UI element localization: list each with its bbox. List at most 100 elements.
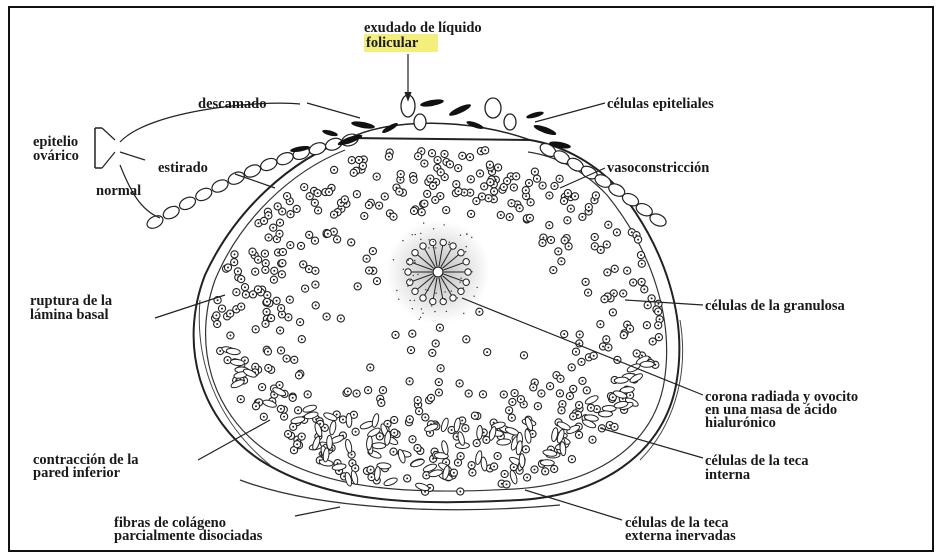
cell-nucleus xyxy=(616,231,618,233)
label-normal: normal xyxy=(96,183,141,199)
cell-nucleus xyxy=(474,415,476,417)
cell-nucleus xyxy=(289,244,291,246)
pointer-teca-externa xyxy=(525,490,622,520)
cell-nucleus xyxy=(413,179,415,181)
cell-nucleus xyxy=(240,278,242,280)
cell-nucleus xyxy=(280,307,282,309)
corona-radiata xyxy=(386,220,490,324)
label-exudado-line2: folicular xyxy=(366,35,419,51)
cell-nucleus xyxy=(571,366,573,368)
cell-nucleus xyxy=(411,333,413,335)
label-granulosa: células de la granulosa xyxy=(705,298,846,314)
cell-nucleus xyxy=(503,186,505,188)
cell-nucleus xyxy=(572,415,574,417)
cell-nucleus xyxy=(384,196,386,198)
cell-nucleus xyxy=(296,208,298,210)
corona-cell xyxy=(430,239,436,245)
cell-nucleus xyxy=(561,409,563,411)
cell-nucleus xyxy=(300,245,302,247)
cell-nucleus xyxy=(557,250,559,252)
cell-nucleus xyxy=(344,198,346,200)
cell-nucleus xyxy=(376,280,378,282)
cell-nucleus xyxy=(595,194,597,196)
cell-nucleus xyxy=(379,435,381,437)
cell-nucleus xyxy=(431,152,433,154)
cell-nucleus xyxy=(568,245,570,247)
pointer-fibras xyxy=(295,507,340,516)
cell-nucleus xyxy=(497,455,499,457)
cell-nucleus xyxy=(298,374,300,376)
cell-nucleus xyxy=(315,304,317,306)
cell-nucleus xyxy=(347,391,349,393)
epithelial-cell xyxy=(210,177,230,194)
theca-cell xyxy=(453,418,461,433)
cell-nucleus xyxy=(227,267,229,269)
cell-nucleus xyxy=(342,419,344,421)
cell-nucleus xyxy=(581,361,583,363)
cell-nucleus xyxy=(511,401,513,403)
epithelial-cell xyxy=(177,195,197,212)
cell-nucleus xyxy=(353,172,355,174)
cell-nucleus xyxy=(652,341,654,343)
corona-cell xyxy=(463,279,469,285)
cell-nucleus xyxy=(548,224,550,226)
cell-nucleus xyxy=(657,324,659,326)
cell-nucleus xyxy=(217,299,219,301)
cell-nucleus xyxy=(326,316,328,318)
cell-nucleus xyxy=(282,251,284,253)
cell-nucleus xyxy=(309,195,311,197)
corona-cell xyxy=(450,243,456,249)
cell-nucleus xyxy=(240,398,242,400)
cell-nucleus xyxy=(640,254,642,256)
cell-nucleus xyxy=(460,455,462,457)
cell-nucleus xyxy=(566,219,568,221)
cell-nucleus xyxy=(556,374,558,376)
cell-nucleus xyxy=(418,410,420,412)
label-contraccion-line2: pared inferior xyxy=(33,465,121,481)
cell-nucleus xyxy=(534,469,536,471)
cell-nucleus xyxy=(513,187,515,189)
cell-nucleus xyxy=(273,394,275,396)
cell-nucleus xyxy=(587,292,589,294)
cell-nucleus xyxy=(530,201,532,203)
cell-nucleus xyxy=(575,351,577,353)
cell-nucleus xyxy=(267,215,269,217)
cell-nucleus xyxy=(582,380,584,382)
cell-nucleus xyxy=(561,403,563,405)
cell-nucleus xyxy=(578,404,580,406)
cell-nucleus xyxy=(267,351,269,353)
cell-nucleus xyxy=(646,324,648,326)
cell-nucleus xyxy=(657,311,659,313)
cell-nucleus xyxy=(293,449,295,451)
cell-nucleus xyxy=(636,352,638,354)
cell-nucleus xyxy=(257,288,259,290)
cell-nucleus xyxy=(571,458,573,460)
cell-nucleus xyxy=(301,436,303,438)
epithelial-cell xyxy=(308,140,328,156)
cell-nucleus xyxy=(235,308,237,310)
cell-nucleus xyxy=(356,393,358,395)
cell-nucleus xyxy=(509,216,511,218)
cell-nucleus xyxy=(399,179,401,181)
theca-cell xyxy=(476,425,482,439)
cell-nucleus xyxy=(254,271,256,273)
cell-nucleus xyxy=(380,402,382,404)
corona-cell xyxy=(407,279,413,285)
cell-nucleus xyxy=(440,171,442,173)
cell-nucleus xyxy=(623,334,625,336)
cell-nucleus xyxy=(317,210,319,212)
cell-nucleus xyxy=(471,464,473,466)
cell-nucleus xyxy=(328,191,330,193)
cell-nucleus xyxy=(273,279,275,281)
cell-nucleus xyxy=(244,286,246,288)
cell-nucleus xyxy=(286,195,288,197)
cell-nucleus xyxy=(607,347,609,349)
corona-cell xyxy=(458,288,464,294)
cell-nucleus xyxy=(586,389,588,391)
cell-nucleus xyxy=(469,156,471,158)
cell-nucleus xyxy=(388,156,390,158)
cell-nucleus xyxy=(303,186,305,188)
label-descamado: descamado xyxy=(198,96,266,112)
cell-nucleus xyxy=(287,433,289,435)
corona-cell xyxy=(412,288,418,294)
